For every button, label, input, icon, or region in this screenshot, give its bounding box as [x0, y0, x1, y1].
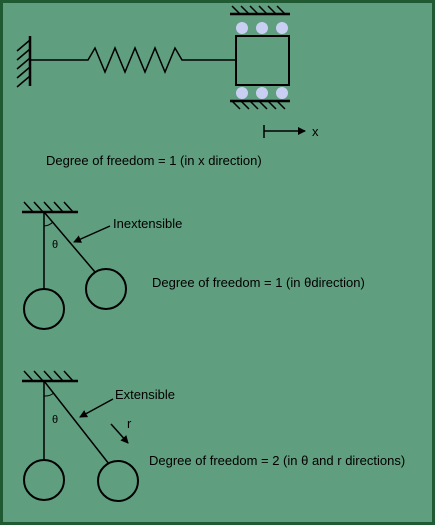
bottom-guide: [230, 99, 290, 110]
ceiling-support-2: [22, 370, 78, 383]
theta-label-1: θ: [52, 239, 58, 251]
spring-mass-caption: Degree of freedom = 1 (in x direction): [46, 153, 262, 168]
wall-support: [16, 36, 32, 88]
extensible-label: Extensible: [115, 387, 175, 402]
extensible-caption: Degree of freedom = 2 (in θ and r direct…: [149, 453, 405, 468]
inextensible-pendulum: θ Inextensible Degree of freedom = 1 (in…: [22, 201, 365, 330]
x-axis-label: x: [312, 124, 319, 139]
swung-bob-1: [85, 268, 127, 310]
top-guide: [230, 5, 290, 16]
r-label: r: [127, 416, 132, 431]
bottom-rollers: [236, 87, 288, 99]
top-rollers: [236, 22, 288, 34]
inextensible-caption: Degree of freedom = 1 (in θdirection): [152, 275, 365, 290]
radial-arrow: [110, 423, 129, 444]
angle-arc-2: [43, 392, 55, 397]
swung-bob-2: [97, 460, 139, 502]
rest-bob-2: [23, 459, 65, 501]
callout-arrow-2: [79, 398, 114, 418]
spring-mass-system: x Degree of freedom = 1 (in x direction): [16, 5, 319, 168]
mass-block: [235, 35, 290, 86]
ceiling-support-1: [22, 201, 78, 214]
x-axis-arrow: [263, 125, 306, 138]
extensible-pendulum: θ Extensible r Degree of freedom = 2 (in…: [22, 370, 405, 502]
inextensible-label: Inextensible: [113, 216, 182, 231]
angle-arc-1: [43, 221, 54, 227]
rest-bob-1: [23, 288, 65, 330]
callout-arrow-1: [73, 225, 111, 243]
spring: [30, 46, 236, 74]
theta-label-2: θ: [52, 414, 58, 426]
swung-rod-2: [43, 380, 110, 465]
